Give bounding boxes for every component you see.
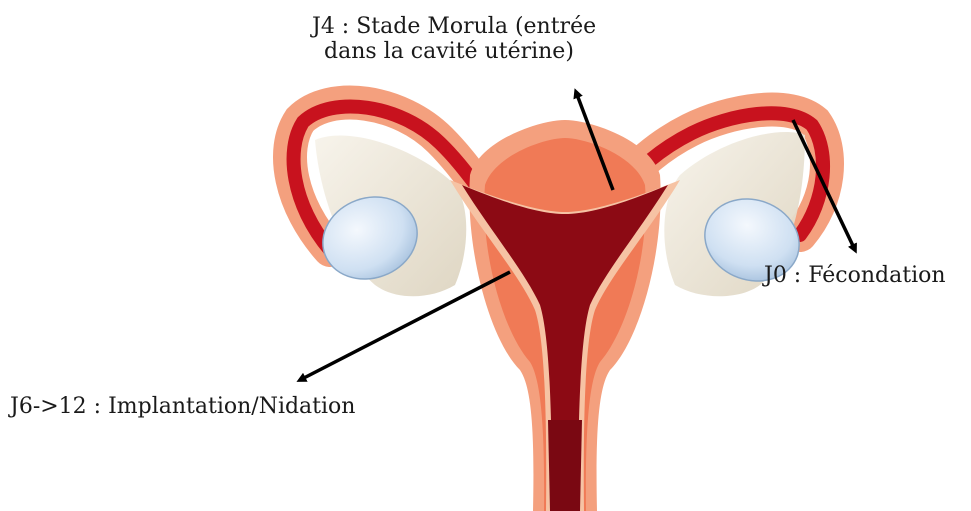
label-fertilization: J0 : Fécondation xyxy=(764,263,946,288)
label-morula-line2: dans la cavité utérine) xyxy=(312,39,596,64)
cervical-canal xyxy=(548,420,582,511)
label-morula-line1: J4 : Stade Morula (entrée xyxy=(312,14,596,39)
label-implantation: J6->12 : Implantation/Nidation xyxy=(10,394,355,419)
label-morula-stage: J4 : Stade Morula (entrée dans la cavité… xyxy=(312,14,596,65)
